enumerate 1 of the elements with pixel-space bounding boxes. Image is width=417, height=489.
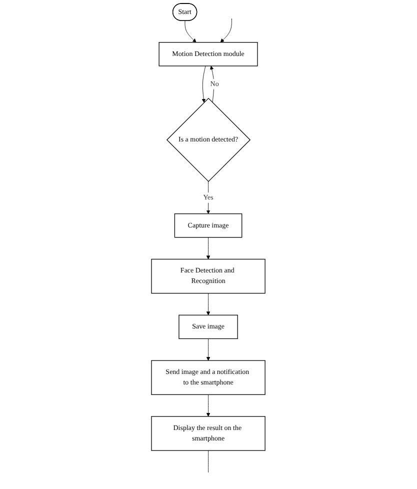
connector (208, 450, 209, 473)
